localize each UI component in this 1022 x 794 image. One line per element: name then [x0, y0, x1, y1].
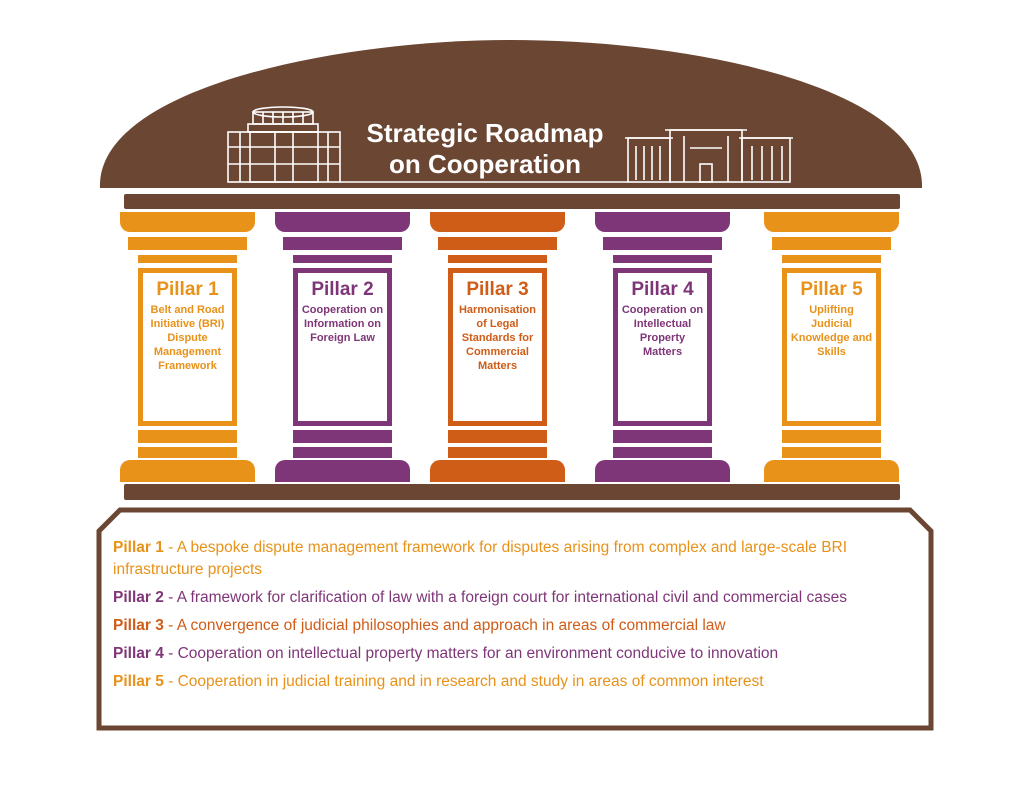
building-left-icon — [227, 106, 628, 183]
top-beam — [124, 194, 900, 209]
pillar-band — [138, 255, 237, 263]
pillar-band — [293, 447, 392, 458]
building-right-icon — [625, 129, 793, 183]
pillar-base — [595, 460, 730, 482]
pillar-title: Pillar 2 — [311, 279, 374, 300]
pillar-description: Harmonisation of Legal Standards for Com… — [458, 304, 536, 372]
roadmap-title: Strategic Roadmap on Cooperation — [330, 118, 640, 180]
legend-frame — [96, 507, 934, 731]
title-line-1: Strategic Roadmap — [366, 118, 604, 148]
pillar-title: Pillar 1 — [156, 279, 219, 300]
pillar-title: Pillar 4 — [631, 279, 694, 300]
pillar-band — [782, 447, 881, 458]
pillar-5: Pillar 5 Uplifting Judicial Knowledge an… — [764, 212, 899, 482]
pillar-band — [128, 237, 247, 250]
legend-label: Pillar 3 — [113, 617, 164, 634]
pillar-shaft: Pillar 1 Belt and Road Initiative (BRI) … — [138, 268, 237, 426]
pillar-band — [138, 447, 237, 458]
pillar-shaft: Pillar 4 Cooperation on Intellectual Pro… — [613, 268, 712, 426]
legend-text: - A convergence of judicial philosophies… — [163, 617, 726, 634]
pillar-band — [448, 430, 547, 443]
pillar-description: Cooperation on Information on Foreign La… — [301, 304, 384, 344]
pillar-shaft: Pillar 3 Harmonisation of Legal Standard… — [448, 268, 547, 426]
legend-label: Pillar 4 — [113, 645, 164, 662]
legend-label: Pillar 2 — [113, 589, 164, 606]
legend-text: - Cooperation in judicial training and i… — [163, 673, 764, 690]
roof-dome — [99, 40, 923, 188]
pillar-band — [782, 430, 881, 443]
legend-row-1: Pillar 1 - A bespoke dispute management … — [113, 537, 923, 581]
legend-label: Pillar 5 — [113, 673, 164, 690]
pillar-title: Pillar 3 — [466, 279, 529, 300]
dome-shape — [99, 40, 923, 188]
pillar-band — [613, 447, 712, 458]
pillar-band — [782, 255, 881, 263]
pillar-band — [293, 430, 392, 443]
title-line-2: on Cooperation — [388, 149, 582, 179]
legend-row-5: Pillar 5 - Cooperation in judicial train… — [113, 671, 923, 693]
legend-text: - Cooperation on intellectual property m… — [163, 645, 779, 662]
pillar-base — [120, 460, 255, 482]
pillar-capital — [275, 212, 410, 232]
pillar-capital — [430, 212, 565, 232]
pillar-capital — [595, 212, 730, 232]
legend-row-2: Pillar 2 - A framework for clarification… — [113, 587, 923, 609]
legend-text: - A bespoke dispute management framework… — [113, 539, 848, 578]
pillar-2: Pillar 2 Cooperation on Information on F… — [275, 212, 410, 482]
pillar-capital — [764, 212, 899, 232]
pillar-band — [613, 430, 712, 443]
bottom-beam — [124, 484, 900, 500]
pillar-band — [138, 430, 237, 443]
pillar-1: Pillar 1 Belt and Road Initiative (BRI) … — [120, 212, 255, 482]
pillar-description: Belt and Road Initiative (BRI) Dispute M… — [150, 304, 225, 372]
pillar-band — [448, 255, 547, 263]
pillar-3: Pillar 3 Harmonisation of Legal Standard… — [430, 212, 565, 482]
pillar-band — [772, 237, 891, 250]
pillar-base — [275, 460, 410, 482]
pillar-base — [430, 460, 565, 482]
pillar-band — [283, 237, 402, 250]
pillar-shaft: Pillar 2 Cooperation on Information on F… — [293, 268, 392, 426]
pillar-shaft: Pillar 5 Uplifting Judicial Knowledge an… — [782, 268, 881, 426]
pillar-4: Pillar 4 Cooperation on Intellectual Pro… — [595, 212, 730, 482]
pillar-band — [603, 237, 722, 250]
legend-text: - A framework for clarification of law w… — [163, 589, 847, 606]
pillar-band — [293, 255, 392, 263]
pillar-title: Pillar 5 — [800, 279, 863, 300]
legend-row-4: Pillar 4 - Cooperation on intellectual p… — [113, 643, 923, 665]
pillar-band — [448, 447, 547, 458]
pillar-band — [613, 255, 712, 263]
pillar-legend: Pillar 1 - A bespoke dispute management … — [113, 537, 923, 699]
legend-row-3: Pillar 3 - A convergence of judicial phi… — [113, 615, 923, 637]
pillar-description: Cooperation on Intellectual Property Mat… — [621, 304, 704, 358]
pillar-band — [438, 237, 557, 250]
pillar-description: Uplifting Judicial Knowledge and Skills — [790, 304, 873, 358]
pillar-base — [764, 460, 899, 482]
legend-label: Pillar 1 — [113, 539, 164, 556]
pillar-capital — [120, 212, 255, 232]
